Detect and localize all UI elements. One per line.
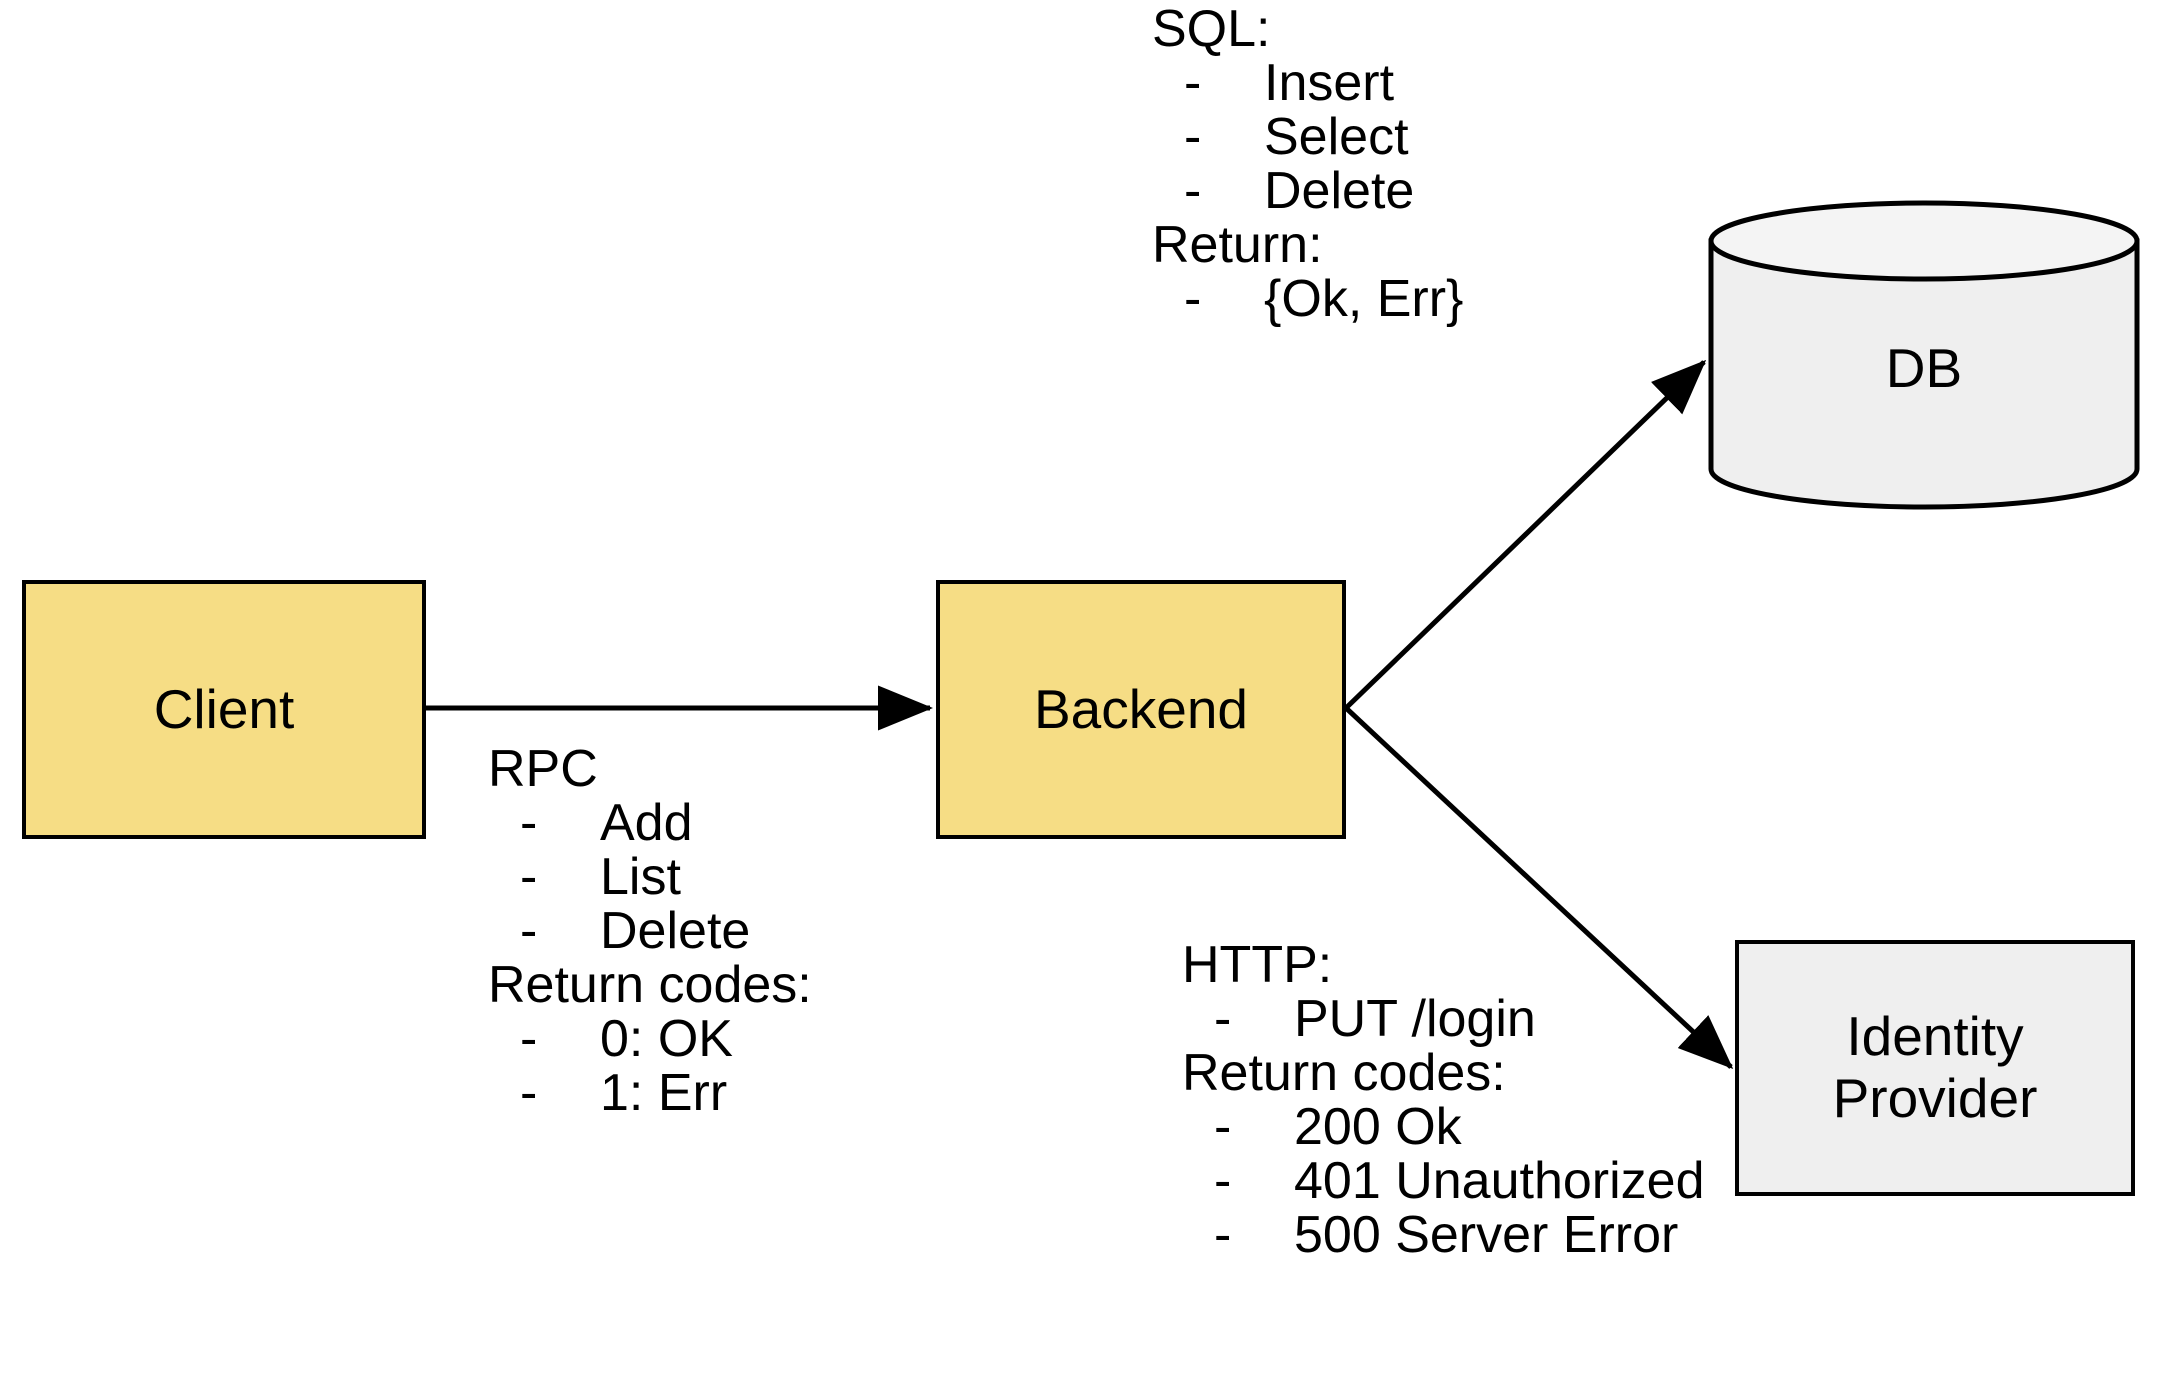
annotation-http-return-item: - 200 Ok [1182, 1100, 1705, 1154]
node-client[interactable]: Client [22, 580, 426, 839]
bullet-dash: - [520, 1010, 538, 1069]
annotation-rpc-heading: RPC [488, 740, 598, 798]
annotation-http-return-heading: Return codes: [1182, 1044, 1506, 1103]
annotation-http: HTTP: - PUT /login Return codes: - 200 O… [1182, 936, 1705, 1263]
annotation-sql-return-item-text: {Ok, Err} [1264, 270, 1464, 329]
node-db-label: DB [1885, 337, 1963, 399]
bullet-dash: - [520, 794, 538, 853]
annotation-rpc-return-item: - 1: Err [488, 1066, 812, 1120]
annotation-http-return-item-text: 200 Ok [1294, 1098, 1462, 1157]
annotation-sql-item-text: Delete [1264, 162, 1415, 221]
annotation-sql: SQL: - Insert - Select - Delete Return: … [1152, 0, 1463, 327]
node-client-label: Client [153, 677, 295, 740]
annotation-rpc-item: - Add [488, 796, 812, 850]
node-db-label-wrap: DB [1708, 200, 2140, 510]
node-identity-provider-label: Identity Provider [1833, 1006, 2038, 1129]
bullet-dash: - [1184, 162, 1202, 221]
annotation-sql-item-text: Select [1264, 108, 1409, 167]
bullet-dash: - [520, 848, 538, 907]
bullet-dash: - [1214, 1098, 1232, 1157]
annotation-rpc-item-text: Delete [600, 902, 751, 961]
bullet-dash: - [520, 1064, 538, 1123]
annotation-rpc-item: - Delete [488, 904, 812, 958]
annotation-http-return-item-text: 500 Server Error [1294, 1206, 1679, 1265]
node-identity-provider-label-line1: Identity [1846, 1005, 2024, 1068]
node-identity-provider-label-line2: Provider [1832, 1067, 2038, 1129]
node-backend[interactable]: Backend [936, 580, 1346, 839]
annotation-sql-return-item: - {Ok, Err} [1152, 272, 1463, 326]
annotation-sql-item: - Select [1152, 110, 1463, 164]
annotation-rpc: RPC - Add - List - Delete Return codes: … [488, 742, 812, 1121]
bullet-dash: - [520, 902, 538, 961]
annotation-sql-return-heading: Return: [1152, 216, 1323, 275]
bullet-dash: - [1184, 108, 1202, 167]
annotation-rpc-return-item-text: 0: OK [600, 1010, 733, 1069]
arrow-backend-to-db [1344, 359, 1707, 710]
annotation-http-item: - PUT /login [1182, 992, 1705, 1046]
annotation-rpc-item-text: Add [600, 794, 693, 853]
annotation-http-heading: HTTP: [1182, 936, 1333, 994]
annotation-sql-item-text: Insert [1264, 54, 1395, 113]
database-cylinder-icon [1708, 200, 2140, 510]
annotation-http-return-item: - 401 Unauthorized [1182, 1154, 1705, 1208]
node-db[interactable]: DB [1708, 200, 2140, 510]
annotation-http-return-item: - 500 Server Error [1182, 1208, 1705, 1262]
annotation-rpc-item-text: List [600, 848, 681, 907]
bullet-dash: - [1214, 1206, 1232, 1265]
annotation-rpc-item: - List [488, 850, 812, 904]
bullet-dash: - [1184, 270, 1202, 329]
annotation-http-item-text: PUT /login [1294, 990, 1536, 1049]
annotation-sql-item: - Insert [1152, 56, 1463, 110]
annotation-sql-heading: SQL: [1152, 0, 1271, 58]
bullet-dash: - [1214, 1152, 1232, 1211]
annotation-rpc-return-item: - 0: OK [488, 1012, 812, 1066]
annotation-rpc-return-item-text: 1: Err [600, 1064, 728, 1123]
node-backend-label: Backend [1033, 677, 1249, 740]
bullet-dash: - [1184, 54, 1202, 113]
node-identity-provider[interactable]: Identity Provider [1735, 940, 2135, 1196]
annotation-http-return-item-text: 401 Unauthorized [1294, 1152, 1705, 1211]
bullet-dash: - [1214, 990, 1232, 1049]
annotation-rpc-return-heading: Return codes: [488, 956, 812, 1015]
annotation-sql-item: - Delete [1152, 164, 1463, 218]
